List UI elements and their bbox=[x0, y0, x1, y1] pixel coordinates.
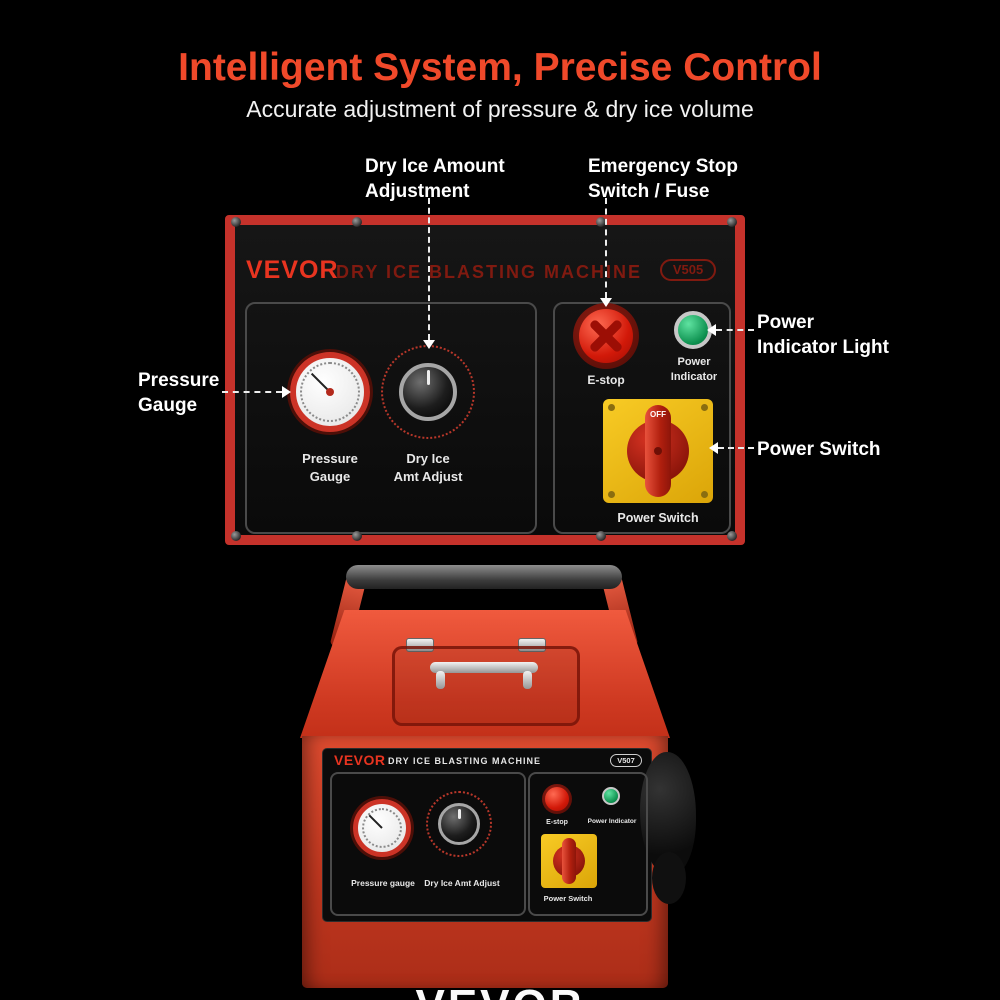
machine-estop-button bbox=[542, 784, 572, 814]
machine-dry-ice-knob bbox=[438, 803, 480, 845]
screw bbox=[231, 217, 241, 227]
screw bbox=[727, 531, 737, 541]
screw bbox=[727, 217, 737, 227]
callout-dry-ice-label: Dry Ice Amount Adjustment bbox=[365, 156, 505, 203]
air-hose-coil bbox=[652, 852, 686, 904]
knob-pointer bbox=[426, 370, 430, 385]
machine-lid bbox=[392, 646, 580, 726]
lid-handle-leg bbox=[523, 671, 532, 689]
power-switch-plate: OFF bbox=[603, 399, 713, 503]
bottom-brand-logo: VEVOR bbox=[0, 981, 1000, 1000]
leader-line-power-switch bbox=[718, 447, 754, 449]
machine-product-name: DRY ICE BLASTING MACHINE bbox=[388, 756, 542, 766]
page-title: Intelligent System, Precise Control bbox=[178, 46, 822, 89]
callout-pressure-label: Pressure Gauge bbox=[138, 370, 220, 417]
closeup-left-subpanel bbox=[245, 302, 537, 534]
switch-off-label: OFF bbox=[650, 410, 666, 419]
callout-emergency-label: Emergency Stop Switch / Fuse bbox=[588, 156, 738, 203]
machine-right-subpanel bbox=[528, 772, 648, 916]
power-indicator-light bbox=[674, 311, 712, 349]
leader-line-dry-ice bbox=[428, 198, 430, 340]
gauge-ticks bbox=[362, 808, 402, 848]
screw bbox=[608, 404, 615, 411]
arrow-emergency bbox=[600, 298, 612, 307]
leader-line-power-indicator bbox=[716, 329, 754, 331]
closeup-right-subpanel bbox=[553, 302, 731, 534]
switch-center-screw bbox=[654, 447, 662, 455]
power-switch-handle bbox=[562, 838, 576, 884]
machine-dry-ice-label: Dry Ice Amt Adjust bbox=[424, 878, 500, 888]
machine-pressure-gauge bbox=[353, 799, 411, 857]
gauge-hub bbox=[326, 388, 334, 396]
machine-power-switch-label: Power Switch bbox=[543, 894, 593, 903]
closeup-power-switch-label: Power Switch bbox=[617, 511, 699, 525]
arrow-power-switch bbox=[709, 442, 718, 454]
machine-pressure-gauge-label: Pressure gauge bbox=[351, 878, 415, 888]
machine-knob-scale-ring bbox=[426, 791, 492, 857]
machine-estop-label: E-stop bbox=[546, 819, 568, 826]
machine-left-subpanel bbox=[330, 772, 526, 916]
machine-power-indicator-label: Power Indicator bbox=[587, 818, 637, 825]
lid-handle bbox=[430, 662, 538, 673]
arrow-pressure bbox=[282, 386, 291, 398]
arrow-dry-ice bbox=[423, 340, 435, 349]
machine-handle-bar bbox=[346, 565, 622, 589]
lid-handle-leg bbox=[436, 671, 445, 689]
machine-power-switch-plate bbox=[541, 834, 597, 888]
machine-top-surface bbox=[300, 610, 670, 738]
machine-brand-logo: VEVOR bbox=[334, 752, 386, 768]
closeup-model-badge: V505 bbox=[660, 259, 716, 281]
screw bbox=[701, 491, 708, 498]
closeup-brand-logo: VEVOR bbox=[246, 256, 339, 284]
closeup-pressure-gauge-label: Pressure Gauge bbox=[302, 451, 358, 484]
knob-pointer bbox=[457, 809, 461, 819]
machine-power-indicator-light bbox=[602, 787, 620, 805]
arrow-power-indicator bbox=[707, 324, 716, 336]
leader-line-pressure bbox=[222, 391, 282, 393]
closeup-dry-ice-label: Dry Ice Amt Adjust bbox=[393, 451, 463, 484]
dry-ice-knob bbox=[399, 363, 457, 421]
screw bbox=[596, 217, 606, 227]
leader-line-emergency bbox=[605, 198, 607, 298]
callout-power-switch-label: Power Switch bbox=[757, 439, 881, 460]
screw bbox=[352, 217, 362, 227]
gauge-ticks bbox=[300, 362, 360, 422]
screw bbox=[701, 404, 708, 411]
machine-model-badge: V507 bbox=[610, 754, 642, 767]
page-subtitle: Accurate adjustment of pressure & dry ic… bbox=[246, 96, 754, 122]
estop-cap bbox=[545, 787, 569, 811]
screw bbox=[596, 531, 606, 541]
callout-power-indicator-label: Power Indicator Light bbox=[757, 312, 889, 359]
estop-button bbox=[573, 303, 639, 369]
closeup-power-indicator-label: Power Indicator bbox=[670, 356, 718, 383]
screw bbox=[231, 531, 241, 541]
pressure-gauge bbox=[290, 352, 370, 432]
closeup-estop-label: E-stop bbox=[587, 373, 625, 387]
screw bbox=[608, 491, 615, 498]
closeup-product-name: DRY ICE BLASTING MACHINE bbox=[336, 262, 643, 282]
screw bbox=[352, 531, 362, 541]
